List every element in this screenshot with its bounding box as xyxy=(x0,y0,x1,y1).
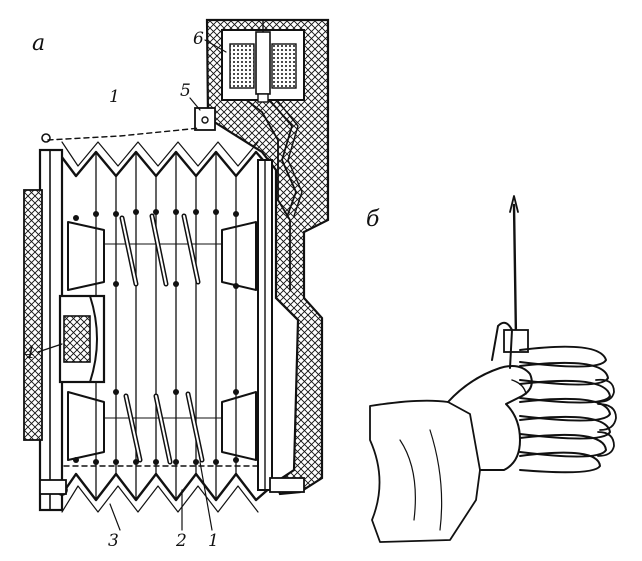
small-bellows xyxy=(519,345,611,474)
lower-left-cup xyxy=(67,391,105,461)
housing-inner-cut xyxy=(235,91,291,291)
probe-tip xyxy=(509,195,519,213)
callout-1-bottom: 1 xyxy=(208,531,219,551)
left-top-pin xyxy=(41,133,51,143)
dashed-string-top xyxy=(47,127,201,141)
thumb xyxy=(491,321,513,369)
lower-right-cup xyxy=(221,391,257,461)
sleeve-folds xyxy=(399,429,443,531)
hand xyxy=(447,365,533,471)
wire-channel-inner xyxy=(271,93,303,217)
bellows-top-folds xyxy=(56,150,272,178)
left-flange xyxy=(38,148,64,512)
fingers xyxy=(595,378,617,457)
top-insert-core xyxy=(229,43,255,89)
bottom-right-foot xyxy=(269,477,305,493)
left-flange-hatch xyxy=(23,189,43,441)
fold-rivets xyxy=(73,209,239,465)
bellows-bottom-inner xyxy=(61,485,259,513)
wire-channel xyxy=(265,95,297,215)
labels: а б 1 5 6 4 3 2 1 xyxy=(23,29,380,551)
callout-6: 6 xyxy=(193,29,204,49)
central-arc xyxy=(89,295,98,383)
label-panel-a: а xyxy=(32,31,45,56)
top-insert-tip xyxy=(257,93,269,103)
callout-1-top: 1 xyxy=(109,87,120,107)
probe-rod xyxy=(512,203,518,340)
bracket-5 xyxy=(194,107,216,131)
callout-4: 4 xyxy=(23,343,35,363)
callout-5: 5 xyxy=(180,81,191,101)
top-insert-core-right xyxy=(271,43,297,89)
probe-collar xyxy=(503,329,529,353)
top-insert-bore xyxy=(255,31,271,95)
sleeve xyxy=(369,399,481,543)
leader-lines xyxy=(37,39,227,531)
upper-left-cup xyxy=(67,221,105,291)
knuckle xyxy=(511,379,527,395)
panel-a-section xyxy=(23,18,330,531)
springs-core xyxy=(121,215,203,463)
callout-3: 3 xyxy=(108,531,119,551)
bellows-top-inner xyxy=(61,141,259,167)
callout-2: 2 xyxy=(175,531,187,551)
upper-right-cup xyxy=(221,221,257,291)
panel-b-illustration xyxy=(369,195,617,543)
bracket-5-hole xyxy=(201,116,209,124)
central-core xyxy=(63,315,91,363)
label-panel-b: б xyxy=(366,207,380,232)
bellows-bottom-folds xyxy=(56,472,274,502)
bottom-left-foot xyxy=(39,479,67,495)
